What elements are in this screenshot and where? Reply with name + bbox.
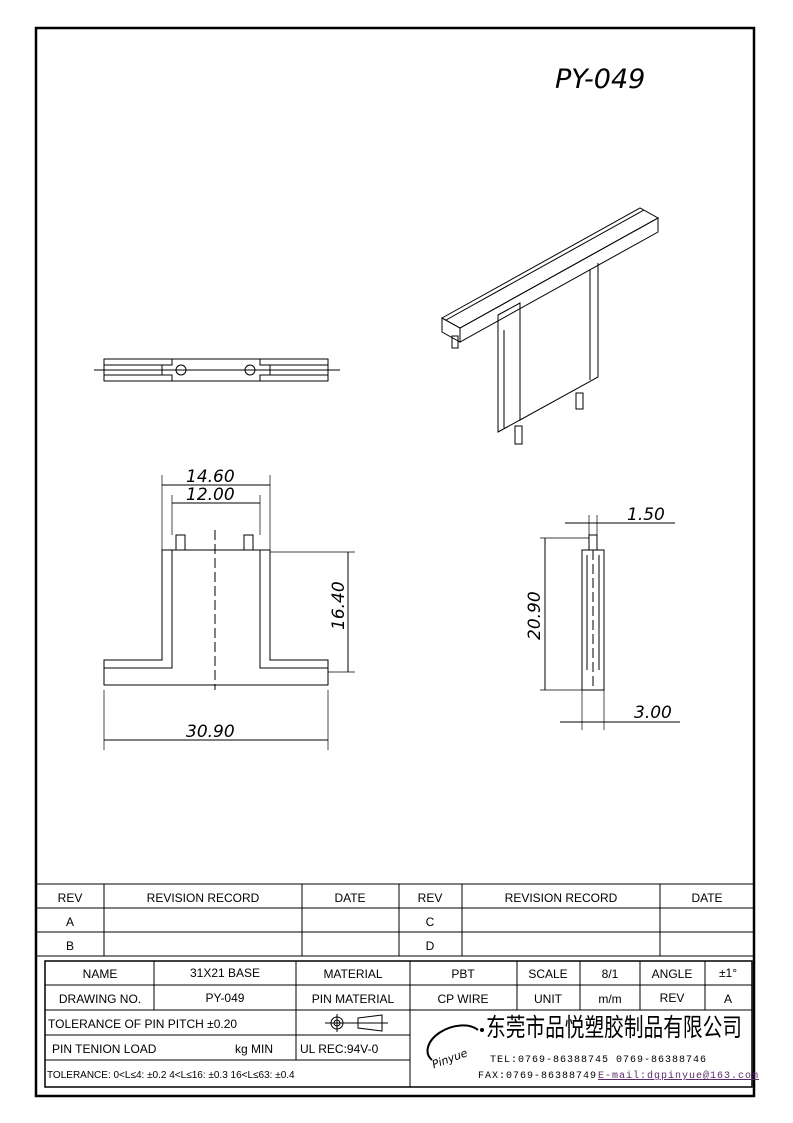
material-value: PBT [451,967,475,981]
rev-header: REV [58,891,83,905]
date-header-2: DATE [691,891,722,905]
pin-material-value: CP WIRE [437,992,488,1006]
scale-label: SCALE [528,967,567,981]
dim-side-pin: 1.50 [627,505,665,525]
unit-value: m/m [598,992,621,1006]
rev-b: B [66,939,74,953]
drawing-no-label: DRAWING NO. [59,992,141,1006]
company-email-link[interactable]: E-mail:dgpinyue@163.com [598,1070,759,1082]
pin-tension-label: PIN TENION LOAD [52,1042,157,1056]
company-name: 东莞市品悦塑胶制品有限公司 [486,1013,742,1042]
title-block [44,960,753,1088]
pin-tension-unit: kg MIN [235,1042,273,1056]
drawing-no-value: PY-049 [206,991,245,1005]
dim-base-width: 30.90 [186,722,235,742]
date-header: DATE [334,891,365,905]
name-label: NAME [83,967,118,981]
rev-d: D [426,939,435,953]
dim-side-thickness: 3.00 [634,703,672,723]
general-tolerance: TOLERANCE: 0<L≤4: ±0.2 4<L≤16: ±0.3 16<L… [47,1070,295,1081]
projection-symbol-icon [325,1014,388,1032]
logo-text: Pinyue [430,1046,469,1071]
angle-value: ±1° [719,966,737,980]
angle-label: ANGLE [652,967,693,981]
drawing-frame [34,26,756,1098]
material-label: MATERIAL [323,967,382,981]
drawing-title: PY-049 [555,64,645,95]
front-view [103,475,355,750]
revision-table [36,883,754,957]
rev-a: A [66,915,74,929]
dim-side-height: 20.90 [525,591,545,640]
revision-record-header: REVISION RECORD [147,891,260,905]
rev-header-2: REV [418,891,443,905]
rev-c: C [426,915,435,929]
ul-rec: UL REC:94V-0 [300,1042,379,1056]
company-tel: TEL:0769-86388745 0769-86388746 [490,1055,707,1066]
pin-pitch-tolerance: TOLERANCE OF PIN PITCH ±0.20 [48,1017,237,1031]
scale-value: 8/1 [602,967,619,981]
rev-label: REV [660,991,685,1005]
unit-label: UNIT [534,992,563,1006]
dim-top-width: 14.60 [186,467,235,487]
dim-pin-pitch: 12.00 [186,485,235,505]
dim-stem-height: 16.40 [329,581,349,630]
top-view [94,358,340,382]
pin-material-label: PIN MATERIAL [312,992,395,1006]
side-view [540,515,680,730]
company-logo: Pinyue [426,1024,484,1071]
name-value: 31X21 BASE [190,966,260,980]
revision-record-header-2: REVISION RECORD [505,891,618,905]
rev-value: A [724,992,732,1006]
isometric-view [440,207,660,445]
company-fax: FAX:0769-86388749 [478,1071,597,1082]
